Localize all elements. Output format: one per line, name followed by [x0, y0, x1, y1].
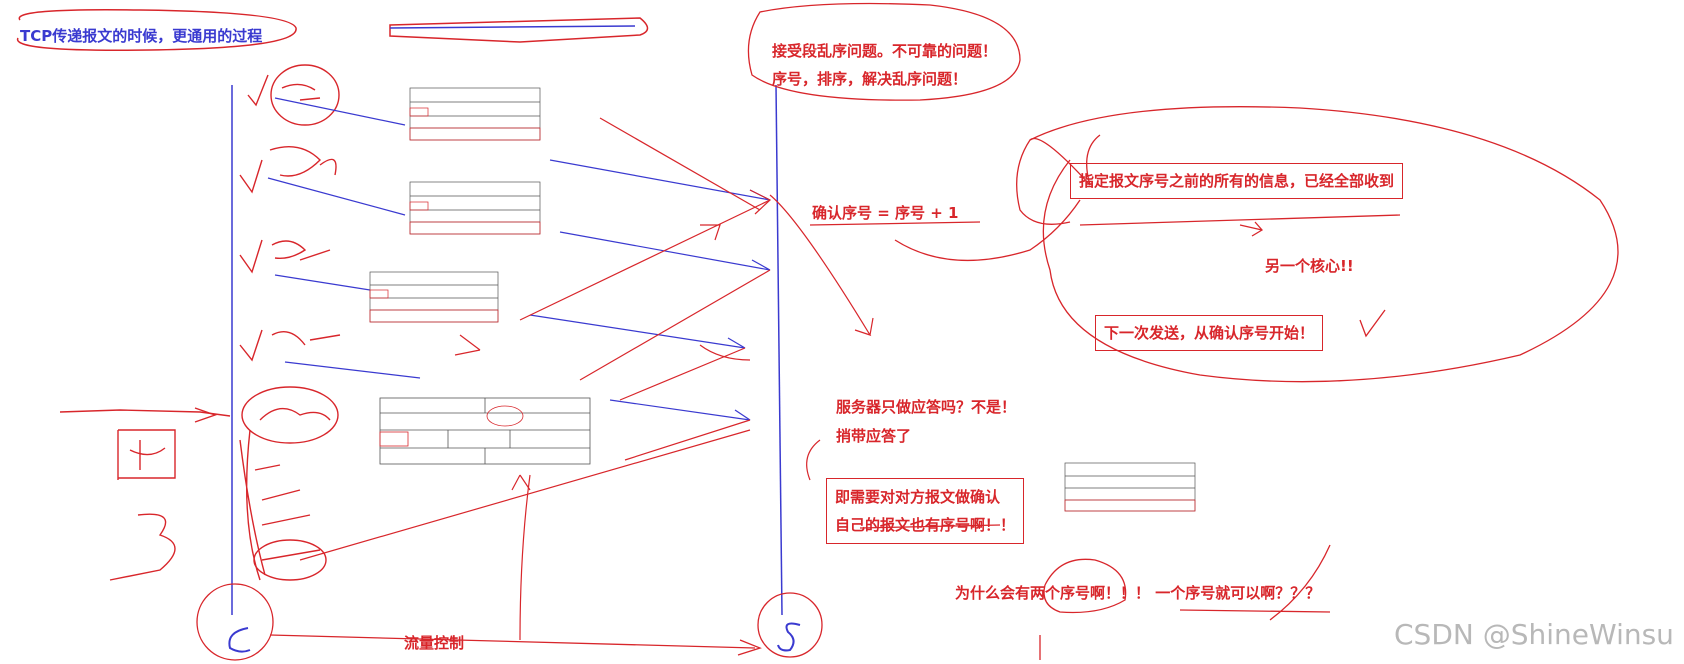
red-ack-arrows: [299, 117, 874, 641]
server-timeline: [775, 84, 783, 616]
server-label-s: [757, 592, 823, 658]
csdn-watermark: CSDN @ShineWinsu: [1394, 618, 1674, 651]
both-roles-line-2: 自己的报文也有序号啊！！: [835, 516, 1016, 534]
client-label-c: [196, 583, 274, 661]
server-question-line-1: 服务器只做应答吗？不是！: [836, 398, 1017, 416]
flow-control-arrow: [269, 634, 762, 656]
tcp-header-thumbnail-3: [369, 271, 499, 323]
both-roles-line-1: 即需要对对方报文做确认: [835, 488, 1001, 506]
tcp-header-thumbnail-5: [1064, 462, 1196, 512]
disorder-note-line-2: 序号，排序，解决乱序问题！: [772, 70, 968, 88]
both-roles-box: 即需要对对方报文做确认 自己的报文也有序号啊！！: [826, 478, 1025, 544]
two-seq-question: 为什么会有两个序号啊！！！ 一个序号就可以啊？？？: [955, 584, 1321, 602]
next-send-box: 下一次发送，从确认序号开始！: [1095, 315, 1324, 351]
another-core-note: 另一个核心!!: [1265, 257, 1354, 275]
ack-formula: 确认序号 = 序号 + 1: [812, 204, 959, 222]
tcp-header-thumbnail-4: [379, 397, 591, 465]
disorder-note-line-1: 接受段乱序问题。不可靠的问题！: [772, 42, 998, 60]
diagram-title: TCP传递报文的时候，更通用的过程: [20, 27, 263, 45]
client-seq-scribbles: [239, 64, 341, 581]
bottom-scribbles: [859, 524, 1331, 660]
left-scribbles: [59, 407, 231, 581]
server-question-line-2: 捎带应答了: [836, 427, 912, 445]
core-oval: [1016, 106, 1619, 383]
title-scribble: [16, 8, 649, 51]
ack-meaning-box: 指定报文序号之前的所有的信息，已经全部收到: [1070, 163, 1404, 199]
flow-control-label: 流量控制: [404, 634, 465, 652]
blue-send-arrows: [267, 97, 771, 421]
disorder-note-bubble: [747, 2, 1021, 101]
tcp-header-thumbnail-1: [409, 87, 541, 141]
ack-formula-curves: [809, 134, 1101, 262]
tcp-header-thumbnail-2: [409, 181, 541, 235]
